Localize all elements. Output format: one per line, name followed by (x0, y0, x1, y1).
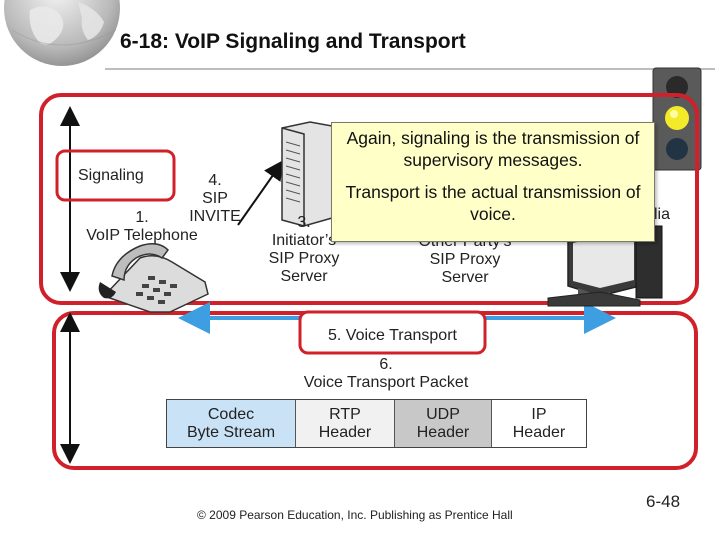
slide-title: 6-18: VoIP Signaling and Transport (120, 30, 466, 53)
page-number: 6-48 (646, 492, 681, 511)
packet-field-ip: IP Header (492, 400, 586, 447)
other-party-computer-icon (547, 225, 663, 307)
sip-invite-label: 4. SIP INVITE (189, 172, 241, 225)
partial-label: lia (654, 206, 671, 223)
copyright-footer: © 2009 Pearson Education, Inc. Publishin… (197, 508, 513, 522)
packet-title: 6. Voice Transport Packet (303, 356, 469, 391)
packet-field-udp: UDP Header (395, 400, 492, 447)
packet-field-label: IP Header (512, 405, 566, 441)
voice-transport-highlight-box (298, 310, 487, 355)
packet-field-label: UDP Header (416, 405, 470, 441)
packet-field-label: Codec Byte Stream (186, 405, 276, 441)
voice-transport-label: 5. Voice Transport (328, 327, 457, 344)
packet-field-label: RTP Header (318, 405, 372, 441)
signaling-highlight-box (55, 149, 176, 202)
voip-telephone-label: 1. VoIP Telephone (86, 209, 198, 244)
callout-note: Again, signaling is the transmission of … (331, 122, 655, 242)
packet-field-rtp: RTP Header (296, 400, 395, 447)
callout-signaling-text: Again, signaling is the transmission of … (346, 128, 640, 170)
callout-transport-text: Transport is the actual transmission of … (345, 182, 641, 224)
initiator-proxy-label: 3. Initiator’s SIP Proxy Server (268, 214, 340, 285)
voip-telephone-icon (98, 243, 209, 313)
packet-field-codec: Codec Byte Stream (167, 400, 296, 447)
title-divider (105, 68, 715, 70)
signaling-label: Signaling (78, 167, 144, 184)
sip-invite-arrow (237, 159, 284, 226)
initiator-server-icon (281, 121, 333, 227)
globe-icon (4, 0, 120, 66)
voice-transport-packet: Codec Byte Stream RTP Header UDP Header … (166, 399, 587, 448)
traffic-light-icon (652, 67, 702, 171)
